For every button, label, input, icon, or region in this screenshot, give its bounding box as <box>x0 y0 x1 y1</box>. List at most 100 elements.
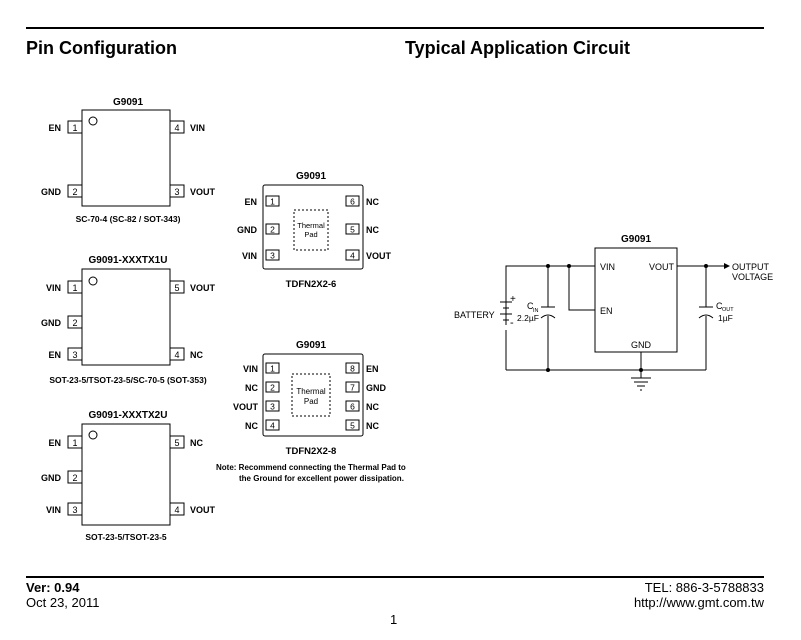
pkg5-pin8-label: EN <box>366 364 379 374</box>
cin-label: C <box>527 301 534 311</box>
footer-url[interactable]: http://www.gmt.com.tw <box>633 595 764 610</box>
pkg2-pin4-label: NC <box>190 350 203 360</box>
pkg5-pin1-num: 1 <box>270 364 275 374</box>
pkg1-pin4-box <box>169 120 185 134</box>
pkg2-caption: SOT-23-5/TSOT-23-5/SC-70-5 (SOT-353) <box>49 375 206 385</box>
pkg2-pin5-box <box>169 280 185 294</box>
pkg2-body <box>81 268 171 366</box>
pkg5-pin4-label: NC <box>245 421 258 431</box>
pin-configuration-heading: Pin Configuration <box>26 38 177 58</box>
package-sc70-4: G9091 1 EN 2 GND 4 VIN 3 VOUT SC-70-4 (S… <box>41 97 216 224</box>
junction-dot <box>704 264 708 268</box>
pkg1-pin3-label: VOUT <box>190 187 216 197</box>
output-label-line1: OUTPUT <box>732 262 770 272</box>
pkg3-pin3-num: 3 <box>72 505 77 515</box>
typical-application-heading: Typical Application Circuit <box>405 38 631 58</box>
pkg4-pin1-num: 1 <box>270 197 275 207</box>
pkg3-pin5-label: NC <box>190 438 203 448</box>
en-wire <box>568 266 595 311</box>
pkg1-title: G9091 <box>113 97 143 108</box>
pkg2-pin1-marker <box>88 276 98 286</box>
junction-dots <box>546 264 708 372</box>
pkg3-pin1-box <box>67 435 83 449</box>
junction-dot <box>546 264 550 268</box>
pkg5-pin2-num: 2 <box>270 383 275 393</box>
pkg2-pin2-label: GND <box>41 318 62 328</box>
pkg4-body <box>262 184 364 270</box>
pkg5-pad-line1: Thermal <box>296 387 326 396</box>
footer-date: Oct 23, 2011 <box>26 595 100 610</box>
package-sot23-5-x2u: G9091-XXXTX2U 1 EN 2 GND 3 VIN 5 NC 4 VO… <box>41 410 216 542</box>
cin-plate-bottom <box>540 314 556 319</box>
pkg5-pin5-label: NC <box>366 421 379 431</box>
pkg5-pin3-box <box>265 400 280 412</box>
cout-value: 1µF <box>718 313 733 323</box>
pkg5-pin5-box <box>345 419 360 431</box>
pkg5-pin3-label: VOUT <box>233 402 259 412</box>
pkg2-pin3-label: EN <box>48 350 61 360</box>
pkg1-caption: SC-70-4 (SC-82 / SOT-343) <box>76 214 181 224</box>
pkg4-pin1-box <box>265 195 280 207</box>
top-rule <box>26 27 764 29</box>
circuit-ic-title: G9091 <box>621 234 651 245</box>
pkg4-pad-line2: Pad <box>304 230 317 239</box>
pkg4-pin1-label: EN <box>244 197 257 207</box>
cout-label: C <box>716 301 723 311</box>
page-number: 1 <box>390 612 398 627</box>
battery-plus: + <box>510 294 516 305</box>
pkg2-title: G9091-XXXTX1U <box>89 255 168 266</box>
pkg3-pin4-num: 4 <box>174 505 179 515</box>
pkg1-pin1-marker <box>88 116 98 126</box>
pkg2-pin5-label: VOUT <box>190 283 216 293</box>
output-arrow-icon <box>724 263 730 269</box>
pkg3-body <box>81 423 171 526</box>
pkg2-pin1-num: 1 <box>72 283 77 293</box>
pkg5-pin6-box <box>345 400 360 412</box>
pkg1-pin4-num: 4 <box>174 123 179 133</box>
pkg1-pin1-label: EN <box>48 123 61 133</box>
pkg4-pin5-num: 5 <box>350 225 355 235</box>
pkg1-pin3-num: 3 <box>174 187 179 197</box>
pkg4-pad-line1: Thermal <box>297 221 325 230</box>
pkg5-pin2-box <box>265 381 280 393</box>
pkg1-pin2-num: 2 <box>72 187 77 197</box>
junction-dot <box>639 368 643 372</box>
circuit-gnd-label: GND <box>631 340 652 350</box>
circuit-vout-label: VOUT <box>649 262 675 272</box>
cin-subscript: IN <box>533 308 539 314</box>
package-tdfn2x2-6: G9091 Thermal Pad 1 EN 2 GND 3 VIN 6 NC … <box>237 171 392 290</box>
pkg5-pin4-num: 4 <box>270 421 275 431</box>
pkg2-pin3-box <box>67 347 83 361</box>
pkg5-body <box>262 353 364 437</box>
pkg5-pin4-box <box>265 419 280 431</box>
pkg4-pin4-label: VOUT <box>366 251 392 261</box>
pkg4-pin6-box <box>345 195 360 207</box>
pkg2-pin4-box <box>169 347 185 361</box>
pkg4-title: G9091 <box>296 171 326 182</box>
pkg5-pad-line2: Pad <box>304 397 318 406</box>
circuit-en-label: EN <box>600 306 613 316</box>
pkg1-pin1-num: 1 <box>72 123 77 133</box>
pkg3-pin4-label: VOUT <box>190 505 216 515</box>
pkg4-pin5-box <box>345 223 360 235</box>
pkg5-pin8-box <box>345 362 360 374</box>
battery-label: BATTERY <box>454 310 495 320</box>
application-circuit <box>500 247 724 391</box>
pkg4-pin3-label: VIN <box>242 251 257 261</box>
pkg4-pin2-num: 2 <box>270 225 275 235</box>
package-tdfn2x2-8: G9091 Thermal Pad 1 VIN 2 NC 3 VOUT 4 NC… <box>233 340 387 457</box>
pkg3-pin2-num: 2 <box>72 473 77 483</box>
circuit-vin-label: VIN <box>600 262 615 272</box>
pkg1-pin2-label: GND <box>41 187 62 197</box>
pkg4-caption: TDFN2X2-6 <box>286 279 337 290</box>
pkg5-pin8-num: 8 <box>350 364 355 374</box>
output-label-line2: VOLTAGE <box>732 272 773 282</box>
pkg4-pin2-label: GND <box>237 225 258 235</box>
pkg2-pin4-num: 4 <box>174 350 179 360</box>
pkg3-title: G9091-XXXTX2U <box>89 410 168 421</box>
pkg5-pin7-box <box>345 381 360 393</box>
pkg1-pin2-box <box>67 184 83 198</box>
junction-dot <box>567 264 571 268</box>
pkg2-pin3-num: 3 <box>72 350 77 360</box>
